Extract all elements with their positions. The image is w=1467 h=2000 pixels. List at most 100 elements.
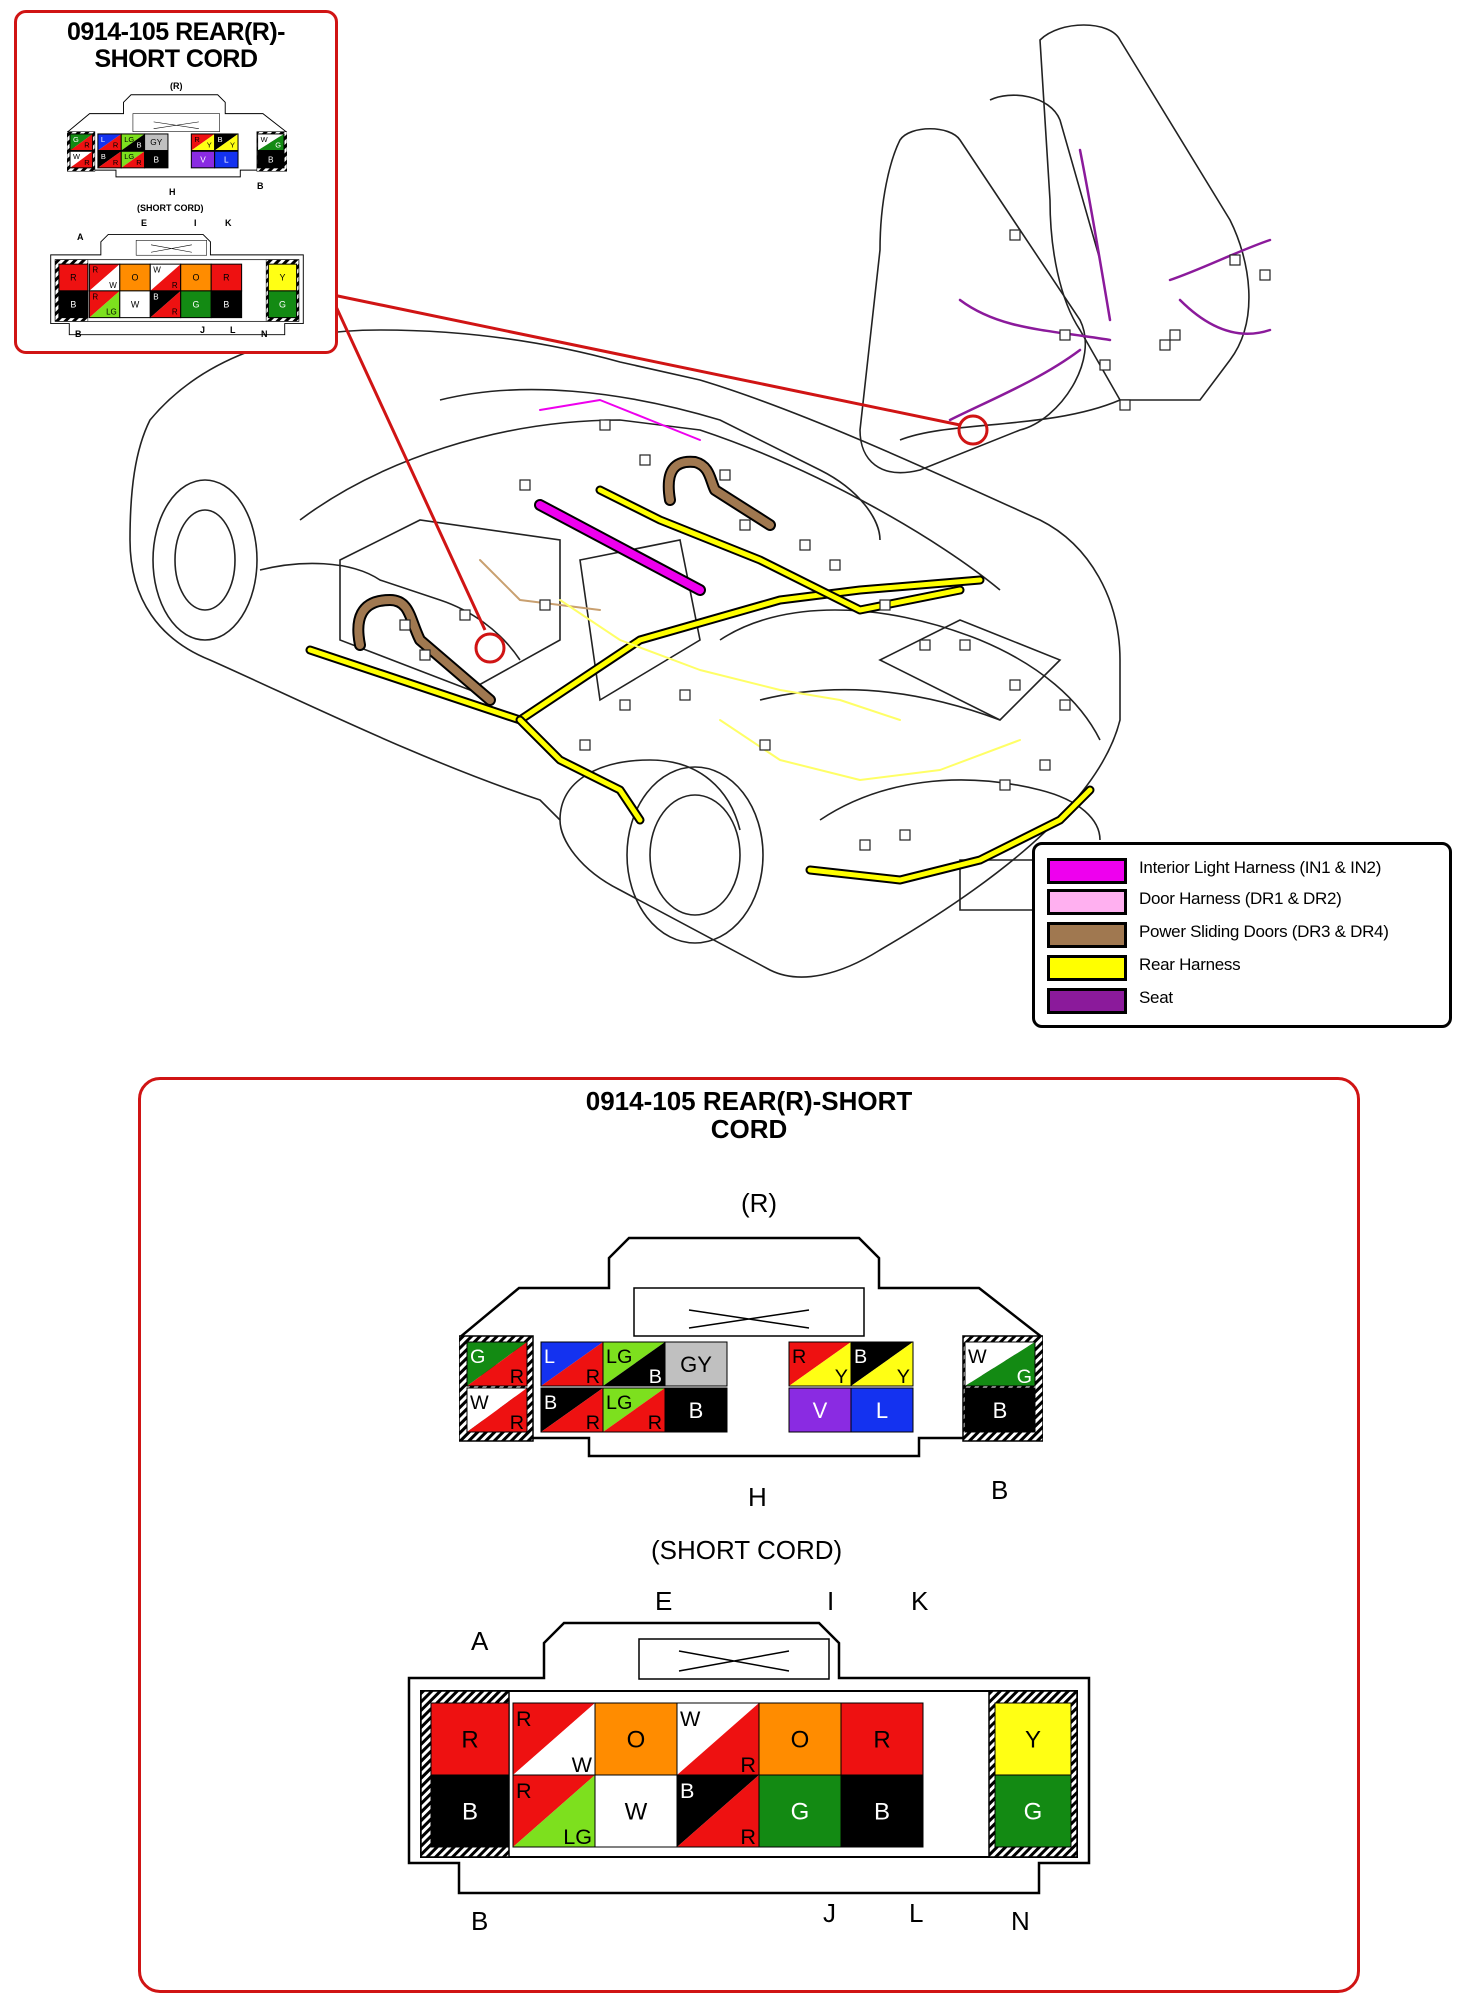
big-s-pin-r2c2-code-stripe: LG — [563, 1824, 592, 1849]
big-s-pin-r1c5-code: O — [791, 1727, 810, 1754]
inset-s-pin-r1c4-code-stripe: R — [172, 281, 178, 290]
big-r-pin-r2c6-code: L — [876, 1398, 888, 1423]
inset-r-pin-r2c6: L — [214, 150, 239, 169]
big-s-pin-r1c3: O — [594, 1702, 678, 1776]
big-r-pin-r1c5-code-primary: R — [792, 1346, 806, 1368]
big-r-pin-r2c4: B — [664, 1387, 728, 1433]
big-r-pin-r1c2-code-stripe: R — [586, 1366, 600, 1388]
connector-r-label-b: B — [991, 1475, 1009, 1505]
inset-r-pin-r2c3-code-stripe: R — [136, 158, 142, 167]
inset-s-pin-r2c2-code-primary: R — [92, 292, 98, 301]
callout-leaders — [331, 293, 989, 664]
big-r-latch-cross — [688, 1309, 810, 1329]
inset-r-pin-r2c7: B — [257, 150, 285, 169]
big-s-pin-r2c4-code-stripe: R — [740, 1824, 756, 1849]
big-s-pin-r2c5-code: G — [791, 1799, 810, 1826]
inset-r-pin-r1c2-code-stripe: R — [113, 141, 119, 150]
inset-title-line2: SHORT CORD — [94, 45, 258, 73]
big-r-pin-r1c6-code-primary: B — [854, 1346, 867, 1368]
big-s-pin-r1c2-code-primary: R — [516, 1706, 532, 1731]
big-r-pin-r1c4-code: GY — [680, 1352, 712, 1377]
short-cord-label-a: A — [471, 1626, 489, 1656]
inset-s-pin-r1c7: Y — [267, 263, 298, 292]
big-r-pin-r2c3-code-primary: LG — [606, 1392, 632, 1414]
harness-routes — [305, 148, 1272, 885]
big-r-latch — [633, 1287, 865, 1337]
inset-s-pin-r2c3-code: W — [131, 299, 140, 309]
inset-s-latch-cross — [150, 244, 192, 253]
big-r-pin-r2c1-code-primary: W — [470, 1392, 489, 1414]
legend-swatch-door — [1047, 889, 1127, 915]
big-r-pin-r2c2-code-primary: B — [544, 1392, 557, 1414]
inset-r-latch-cross — [153, 121, 199, 129]
inset-s-pin-r2c5: G — [180, 290, 212, 319]
inset-s-pin-r2c2-code-stripe: LG — [106, 308, 117, 317]
big-r-pin-r1c5-code-stripe: Y — [835, 1366, 848, 1388]
inset-s-pin-r2c4: BR — [149, 290, 182, 319]
inset-r-pin-r2c4: B — [144, 150, 169, 169]
big-r-pin-r2c3-code-stripe: R — [648, 1412, 662, 1434]
big-s-pin-r2c3-code: W — [625, 1799, 648, 1826]
inset-r-pin-r2c2: BR — [97, 150, 122, 169]
legend-swatch-rear — [1047, 955, 1127, 981]
inset-s-pin-r2c5-code: G — [192, 299, 199, 309]
big-r-pin-r1c7: WG — [964, 1341, 1036, 1388]
inset-label-b: B — [257, 181, 264, 191]
big-s-pin-r2c6-code: B — [874, 1799, 890, 1826]
inset-r-pin-r1c3: LGB — [120, 133, 146, 152]
big-s-pin-r1c1-code: R — [461, 1727, 478, 1754]
inset-label-j: J — [200, 325, 206, 335]
big-s-pin-r2c1: B — [430, 1774, 510, 1848]
inset-r-pin-r2c1-code-primary: W — [73, 152, 80, 161]
inset-label-a: A — [77, 232, 84, 242]
big-s-pin-r1c2: RW — [512, 1702, 596, 1777]
inset-r-pin-r1c2: LR — [97, 133, 122, 152]
big-s-pin-r1c6: R — [840, 1702, 924, 1776]
inset-r-pin-r2c6-code: L — [224, 156, 229, 165]
inset-label-r: (R) — [170, 81, 183, 91]
big-r-pin-r1c1-code-stripe: R — [510, 1366, 524, 1388]
big-r-pin-r2c2: BR — [540, 1387, 604, 1434]
big-s-pin-r1c2-code-stripe: W — [572, 1752, 593, 1777]
big-r-pin-r1c1-code-primary: G — [470, 1346, 485, 1368]
short-cord-label-e: E — [655, 1586, 673, 1616]
inset-r-pin-r2c5: V — [190, 150, 216, 169]
big-r-pin-r2c7: B — [964, 1387, 1036, 1433]
big-r-pin-r1c7-code-stripe: G — [1017, 1366, 1032, 1388]
big-r-pin-r1c6: BY — [850, 1341, 914, 1388]
inset-r-pin-r1c7-code-stripe: G — [275, 141, 281, 150]
inset-s-pin-r2c4-code-primary: B — [153, 292, 158, 301]
inset-s-pin-r2c4-code-stripe: R — [172, 308, 178, 317]
inset-r-pin-r1c6: BY — [214, 133, 239, 152]
big-s-pin-r1c6-code: R — [873, 1727, 890, 1754]
big-s-pin-r2c7-code: G — [1024, 1799, 1043, 1826]
inset-r-latch — [132, 113, 220, 132]
big-s-pin-r1c7-code: Y — [1025, 1727, 1041, 1754]
big-s-latch-cross — [678, 1650, 790, 1672]
harness-legend: Interior Light Harness (IN1 & IN2) Door … — [1032, 842, 1452, 1028]
big-s-pin-r1c3-code: O — [627, 1727, 646, 1754]
big-r-pin-r1c3-code-primary: LG — [606, 1346, 632, 1368]
short-cord-label-b: B — [471, 1906, 489, 1936]
big-s-pin-r1c7: Y — [994, 1702, 1072, 1776]
connector-blocks — [399, 229, 1271, 851]
inset-r-pin-r1c6-code-primary: B — [218, 135, 223, 144]
big-s-pin-r1c4: WR — [676, 1702, 760, 1777]
big-s-pin-r2c6: B — [840, 1774, 924, 1848]
inset-s-pin-r2c1: B — [58, 290, 89, 319]
big-r-pin-r2c5: V — [788, 1387, 852, 1433]
inset-r-pin-r2c2-code-primary: B — [101, 152, 106, 161]
big-r-pin-r1c2-code-primary: L — [544, 1346, 555, 1368]
inset-r-pin-r2c5-code: V — [200, 156, 206, 165]
inset-r-pin-r1c7: WG — [257, 133, 285, 152]
big-r-pin-r2c5-code: V — [813, 1398, 828, 1423]
legend-label-seat: Seat — [1139, 988, 1173, 1007]
inset-label-l: L — [230, 325, 236, 335]
inset-r-pin-r1c6-code-stripe: Y — [230, 141, 235, 150]
big-s-pin-r2c1-code: B — [462, 1799, 478, 1826]
big-r-pin-r2c1-code-stripe: R — [510, 1412, 524, 1434]
